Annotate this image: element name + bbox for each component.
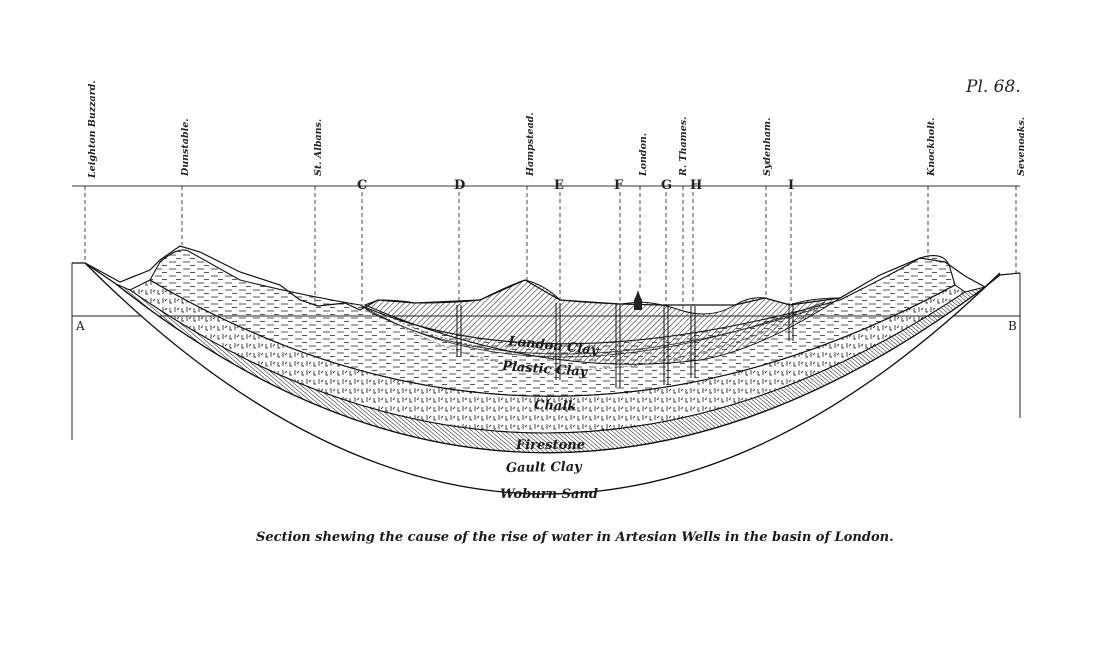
label-chalk: Chalk xyxy=(534,398,577,414)
letter-c: C xyxy=(357,178,367,193)
place-london: London. xyxy=(638,133,649,177)
letter-h: H xyxy=(690,178,702,193)
well-shaft-i xyxy=(788,303,794,341)
surface-profile xyxy=(72,245,1021,311)
letter-f: F xyxy=(614,178,624,193)
plastic-clay-band xyxy=(379,307,816,370)
place-sevenoaks: Sevenoaks. xyxy=(1016,117,1027,176)
label-woburn-sand: Woburn Sand xyxy=(500,487,598,502)
letter-e: E xyxy=(554,178,564,193)
place-leighton-buzzard: Leighton Buzzard. xyxy=(87,80,98,179)
plate-number: Pl. 68. xyxy=(965,77,1021,97)
letter-d: D xyxy=(454,178,465,193)
well-shafts xyxy=(456,303,794,388)
well-shaft-d xyxy=(456,305,462,357)
well-shaft-f xyxy=(615,304,621,388)
letter-a: A xyxy=(75,319,85,333)
place-markers xyxy=(84,186,1017,310)
chalk-layer xyxy=(149,249,956,397)
label-firestone: Firestone xyxy=(515,438,585,453)
place-sydenham: Sydenham. xyxy=(762,118,773,176)
caption: Section shewing the cause of the rise of… xyxy=(256,530,894,545)
label-gault-clay: Gault Clay xyxy=(506,460,583,476)
place-dunstable: Dunstable. xyxy=(180,118,191,177)
well-shaft-e xyxy=(555,303,561,380)
st-pauls-icon xyxy=(634,290,642,310)
well-shaft-g xyxy=(663,305,669,385)
place-r-thames: R. Thames. xyxy=(678,117,689,177)
well-markers xyxy=(361,192,792,310)
label-plastic-clay: Plastic Clay xyxy=(501,359,589,380)
letter-i: I xyxy=(788,178,794,193)
letter-g: G xyxy=(661,178,672,193)
place-st-albans: St. Albans. xyxy=(313,119,324,176)
letter-b: B xyxy=(1008,319,1017,333)
well-shaft-h xyxy=(690,306,696,378)
place-hampstead: Hampstead. xyxy=(525,112,536,177)
place-knockholt: Knockholt. xyxy=(926,118,937,177)
